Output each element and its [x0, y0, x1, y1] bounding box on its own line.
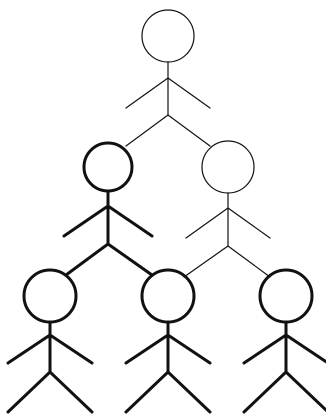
connector-midleft-right [108, 244, 152, 275]
left-arm-mid-right [186, 208, 228, 238]
right-leg-bottom-right [286, 372, 326, 412]
connector-midright-left [184, 246, 228, 277]
right-arm-bottom-right [286, 335, 326, 363]
head-top [142, 10, 194, 62]
left-arm-bottom-right [244, 335, 286, 363]
stick-figure-bottom-right [244, 270, 326, 412]
right-arm-mid-left [108, 206, 152, 236]
left-arm-mid-left [64, 206, 108, 236]
head-mid-left [84, 143, 132, 191]
left-arm-bottom-left [8, 335, 50, 363]
head-bottom-right [260, 270, 312, 322]
right-arm-bottom-left [50, 335, 92, 363]
head-mid-right [202, 141, 254, 193]
head-bottom-center [142, 270, 194, 322]
connector-top-right [168, 115, 210, 146]
stick-figure-bottom-left [8, 270, 92, 412]
left-arm-bottom-center [126, 335, 168, 363]
right-leg-bottom-center [168, 372, 210, 412]
right-arm-bottom-center [168, 335, 210, 363]
stick-figure-mid-left [64, 143, 152, 244]
stick-figure-bottom-center [126, 270, 210, 412]
right-arm-mid-right [228, 208, 270, 238]
connector-midright-right [228, 246, 270, 277]
left-leg-bottom-center [126, 372, 168, 412]
connector-midleft-left [66, 244, 108, 275]
stick-figure-top [126, 10, 210, 115]
stick-figure-mid-right [186, 141, 270, 246]
right-arm-top [168, 78, 210, 108]
connector-top-left [126, 115, 168, 146]
right-leg-bottom-left [50, 372, 92, 412]
left-arm-top [126, 78, 168, 108]
left-leg-bottom-left [8, 372, 50, 412]
head-bottom-left [24, 270, 76, 322]
left-leg-bottom-right [244, 372, 286, 412]
